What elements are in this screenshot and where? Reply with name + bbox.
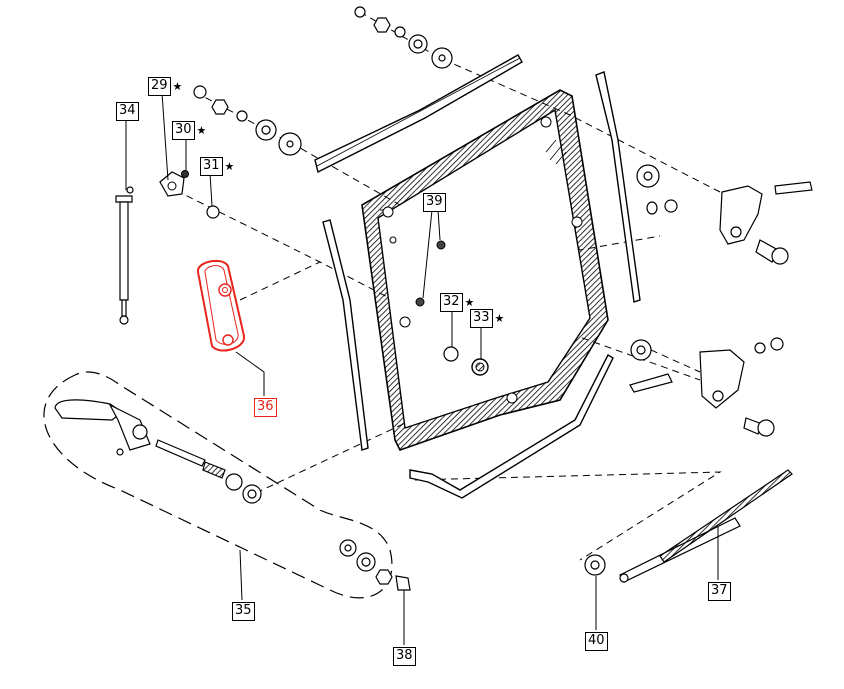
callout-35: 35 bbox=[232, 602, 255, 621]
callout-36-number: 36 bbox=[254, 398, 277, 417]
callout-31: 31 ★ bbox=[200, 157, 234, 176]
callout-29: 29 ★ bbox=[148, 77, 182, 96]
rear-glass bbox=[361, 89, 609, 451]
callout-40: 40 bbox=[585, 632, 608, 651]
callout-37: 37 bbox=[708, 582, 731, 601]
callout-34: 34 bbox=[116, 102, 139, 121]
callout-29-star: ★ bbox=[172, 80, 183, 93]
left-seal-strip bbox=[322, 219, 369, 451]
callout-30: 30 ★ bbox=[172, 121, 206, 140]
callout-33: 33 ★ bbox=[470, 309, 504, 328]
top-hardware-stack bbox=[354, 6, 453, 69]
callout-30-number: 30 bbox=[172, 121, 195, 140]
callout-38: 38 bbox=[393, 647, 416, 666]
callout-37-number: 37 bbox=[708, 582, 731, 601]
callout-32-number: 32 bbox=[440, 293, 463, 312]
callout-38-number: 38 bbox=[393, 647, 416, 666]
callout-36: 36 bbox=[254, 398, 277, 417]
bottom-seal-strip bbox=[409, 354, 614, 499]
callout-29-number: 29 bbox=[148, 77, 171, 96]
callout-34-number: 34 bbox=[116, 102, 139, 121]
washer-32 bbox=[443, 346, 459, 362]
seal-33 bbox=[471, 358, 489, 376]
gasket-36-highlighted bbox=[197, 259, 245, 352]
right-seal-strip bbox=[595, 71, 641, 303]
nut-30 bbox=[181, 170, 189, 178]
callout-32-star: ★ bbox=[464, 296, 475, 309]
wiper-arm-and-blade bbox=[584, 469, 793, 583]
callout-32: 32 ★ bbox=[440, 293, 474, 312]
callout-33-star: ★ bbox=[494, 312, 505, 325]
grommet-31 bbox=[206, 205, 220, 219]
hinge-hardware-stack bbox=[193, 85, 302, 156]
callout-40-number: 40 bbox=[585, 632, 608, 651]
gas-strut bbox=[115, 186, 134, 325]
lower-hinge-assembly bbox=[629, 337, 784, 437]
wiper-motor-kit bbox=[54, 399, 262, 504]
callout-30-star: ★ bbox=[196, 124, 207, 137]
callout-33-number: 33 bbox=[470, 309, 493, 328]
callout-35-number: 35 bbox=[232, 602, 255, 621]
callout-31-star: ★ bbox=[224, 160, 235, 173]
callout-39-number: 39 bbox=[423, 193, 446, 212]
callout-31-number: 31 bbox=[200, 157, 223, 176]
grommet-39a bbox=[436, 240, 446, 250]
callout-leader-lines bbox=[125, 92, 719, 645]
callout-39: 39 bbox=[423, 193, 446, 212]
lower-hardware-stack bbox=[339, 539, 411, 591]
grommet-39b bbox=[415, 297, 425, 307]
upper-hinge-assembly bbox=[636, 164, 813, 265]
